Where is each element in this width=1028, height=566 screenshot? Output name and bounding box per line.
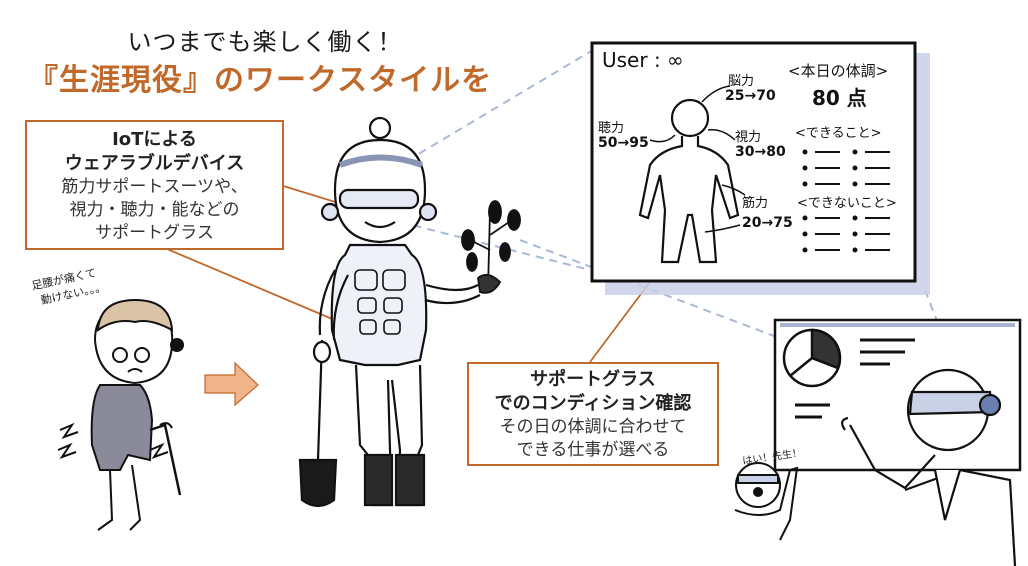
can-do-list <box>802 149 890 187</box>
callout-glass-heading-2: でのコンディション確認 <box>494 393 692 414</box>
can-do-header: <できること> <box>795 126 882 141</box>
callout-glass-heading-1: サポートグラス <box>530 369 656 390</box>
stat-label-brain: 脳力 <box>728 74 755 89</box>
stat-value-brain: 25→70 <box>725 88 776 104</box>
callout-glass-body-2: できる仕事が選べる <box>516 440 670 460</box>
callout-glass-body-1: その日の体調に合わせて <box>499 417 687 437</box>
stat-value-muscle: 20→75 <box>742 215 793 231</box>
projection-line-top <box>394 49 594 169</box>
teacher-figure <box>841 368 1017 566</box>
worker-figure <box>318 116 481 507</box>
cannot-do-header: <できないこと> <box>797 196 897 211</box>
condition-display-board <box>590 41 930 295</box>
body-figure-outline <box>638 98 740 264</box>
transition-arrow <box>204 361 259 407</box>
student-figure <box>734 462 799 541</box>
callout-iot-devices: IoTによる ウェアラブルデバイス 筋力サポートスーツや、 視力・聴力・能などの… <box>25 120 284 250</box>
projection-line-mid <box>399 221 591 271</box>
stat-value-vision: 30→80 <box>735 144 786 160</box>
callout-iot-body-2: 視力・聴力・能などの <box>69 200 240 220</box>
elderly-person <box>90 298 184 531</box>
stat-value-hearing: 50→95 <box>598 135 649 151</box>
plant-seedling <box>461 200 521 294</box>
pain-marks <box>57 422 169 459</box>
stat-label-muscle: 筋力 <box>742 196 769 211</box>
callout-iot-body-3: サポートグラス <box>95 223 214 243</box>
subtitle: いつまでも楽しく働く！ <box>127 28 403 56</box>
cannot-do-list <box>802 215 890 253</box>
callout-iot-heading-1: IoTによる <box>112 129 197 150</box>
callout-support-glass: サポートグラス でのコンディション確認 その日の体調に合わせて できる仕事が選べ… <box>467 362 719 466</box>
callout-iot-heading-2: ウェアラブルデバイス <box>64 153 245 174</box>
user-label: User : ∞ <box>602 48 684 72</box>
condition-header: <本日の体調> <box>788 62 889 80</box>
callout-iot-body-1: 筋力サポートスーツや、 <box>61 177 248 197</box>
stat-label-hearing: 聴力 <box>598 121 625 136</box>
stat-label-vision: 視力 <box>735 130 762 145</box>
callout-iot-connector-head <box>279 184 346 206</box>
page-title: 『生涯現役』のワークスタイルを <box>28 63 493 98</box>
shovel <box>298 339 338 508</box>
condition-score: 80 点 <box>812 86 867 110</box>
